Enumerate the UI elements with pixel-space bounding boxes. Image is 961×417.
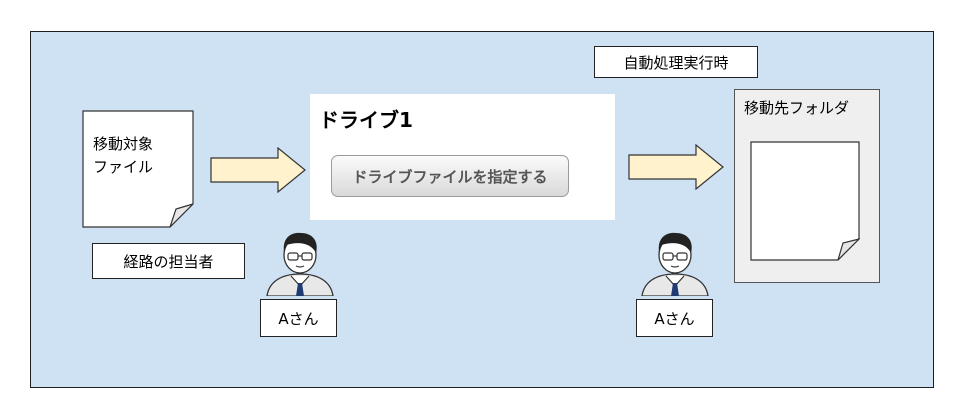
drive-title: ドライブ1 [319, 108, 413, 132]
person-icon [641, 232, 709, 296]
destination-folder-label: 移動先フォルダ [744, 99, 850, 117]
moved-file-icon [750, 141, 860, 261]
auto-process-label: 自動処理実行時 [594, 46, 758, 78]
route-owner-label: 経路の担当者 [92, 243, 245, 279]
arrow-right-icon [210, 147, 306, 193]
source-file-icon [82, 110, 194, 228]
person-label: Aさん [260, 299, 337, 337]
select-drive-file-button[interactable]: ドライブファイルを指定する [331, 155, 569, 197]
person-label: Aさん [636, 299, 713, 337]
arrow-right-icon [628, 144, 724, 190]
person-icon [266, 232, 334, 296]
source-file-label: 移動対象 ファイル [93, 135, 154, 176]
